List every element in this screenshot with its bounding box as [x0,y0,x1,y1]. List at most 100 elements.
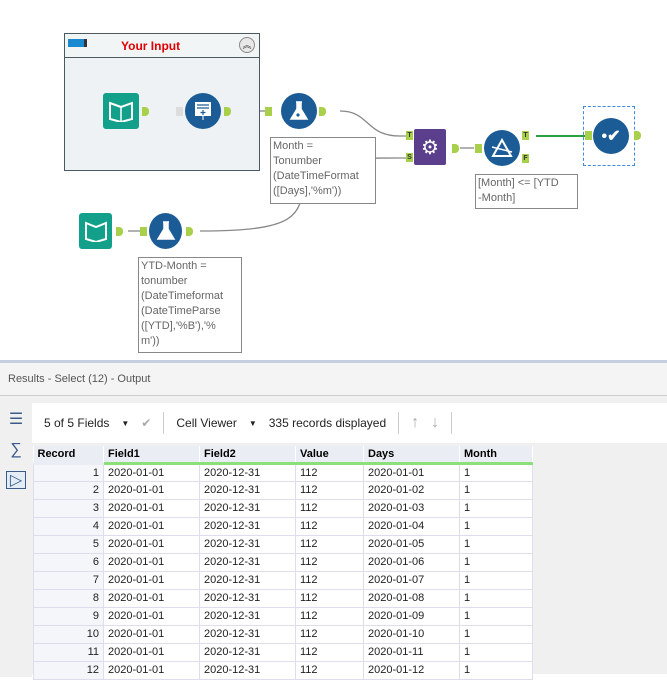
table-cell[interactable]: 11 [33,643,104,662]
table-cell[interactable]: 2020-12-31 [199,463,296,482]
output-anchor[interactable] [116,227,123,236]
collapse-button[interactable]: ︽ [239,37,255,53]
table-cell[interactable]: 9 [33,607,104,626]
output-anchor[interactable] [186,227,193,236]
table-cell[interactable]: 12 [33,661,104,680]
table-cell[interactable]: 1 [459,571,533,590]
column-header[interactable]: Value [295,446,364,465]
workflow-canvas[interactable]: Your Input ︽ Month = Tonumber (DateTimeF… [0,0,667,360]
table-cell[interactable]: 2020-01-01 [103,553,200,572]
output-anchor[interactable] [224,107,231,116]
table-cell[interactable]: 2020-12-31 [199,499,296,518]
table-cell[interactable]: 1 [459,553,533,572]
input-data-tool-2[interactable] [79,213,112,249]
sum-icon[interactable]: ∑ [10,441,22,458]
table-cell[interactable]: 2020-01-10 [363,625,460,644]
table-cell[interactable]: 1 [459,463,533,482]
table-cell[interactable]: 2020-12-31 [199,607,296,626]
table-cell[interactable]: 2020-01-01 [103,481,200,500]
input-data-tool[interactable] [103,93,139,129]
table-cell[interactable]: 1 [459,661,533,680]
filter-tool[interactable] [484,130,520,166]
join-left-anchor[interactable]: T [406,131,413,140]
table-cell[interactable]: 2020-01-01 [103,517,200,536]
join-right-anchor[interactable]: S [406,153,413,162]
table-cell[interactable]: 2020-01-01 [103,571,200,590]
table-cell[interactable]: 2020-01-01 [103,607,200,626]
column-header[interactable]: Field1 [103,446,200,465]
table-cell[interactable]: 2020-01-03 [363,499,460,518]
table-cell[interactable]: 2020-01-01 [103,661,200,680]
table-cell[interactable]: 2020-01-02 [363,481,460,500]
chevron-down-icon[interactable]: ▼ [121,418,130,428]
table-cell[interactable]: 2020-01-01 [103,625,200,644]
input-anchor[interactable] [585,131,592,140]
table-cell[interactable]: 2020-01-01 [103,535,200,554]
cell-viewer-dropdown[interactable]: Cell Viewer [176,416,237,430]
table-cell[interactable]: 1 [459,589,533,608]
table-cell[interactable]: 112 [295,607,364,626]
table-cell[interactable]: 10 [33,625,104,644]
table-cell[interactable]: 2020-12-31 [199,553,296,572]
table-cell[interactable]: 2020-12-31 [199,625,296,644]
table-cell[interactable]: 2020-01-01 [363,463,460,482]
tool-container[interactable]: Your Input ︽ [64,33,260,171]
table-cell[interactable]: 112 [295,643,364,662]
column-header[interactable]: Days [363,446,460,465]
table-cell[interactable]: 2020-01-12 [363,661,460,680]
data-cleansing-tool[interactable] [185,93,221,129]
table-cell[interactable]: 1 [459,481,533,500]
table-cell[interactable]: 2020-01-11 [363,643,460,662]
select-tool[interactable]: •✔ [593,118,629,154]
fields-dropdown[interactable]: 5 of 5 Fields [44,416,110,430]
output-anchor[interactable] [142,107,149,116]
table-cell[interactable]: 112 [295,589,364,608]
table-cell[interactable]: 2020-01-08 [363,589,460,608]
table-cell[interactable]: 112 [295,463,364,482]
table-cell[interactable]: 2020-12-31 [199,589,296,608]
table-cell[interactable]: 112 [295,661,364,680]
table-cell[interactable]: 112 [295,481,364,500]
table-cell[interactable]: 2020-12-31 [199,481,296,500]
output-anchor[interactable] [319,107,326,116]
table-cell[interactable]: 2020-01-01 [103,499,200,518]
table-cell[interactable]: 2020-01-04 [363,517,460,536]
column-header[interactable]: Field2 [199,446,296,465]
table-cell[interactable]: 2020-01-01 [103,643,200,662]
input-anchor[interactable] [176,107,183,116]
table-cell[interactable]: 5 [33,535,104,554]
table-cell[interactable]: 3 [33,499,104,518]
formula-tool[interactable] [281,93,317,129]
arrow-down-icon[interactable]: ↓ [431,414,440,431]
table-cell[interactable]: 1 [459,625,533,644]
input-anchor[interactable] [265,107,272,116]
table-cell[interactable]: 2020-12-31 [199,661,296,680]
table-cell[interactable]: 1 [459,517,533,536]
table-cell[interactable]: 112 [295,535,364,554]
table-cell[interactable]: 2020-01-01 [103,463,200,482]
table-cell[interactable]: 7 [33,571,104,590]
table-cell[interactable]: 112 [295,517,364,536]
table-cell[interactable]: 4 [33,517,104,536]
table-cell[interactable]: 112 [295,625,364,644]
table-cell[interactable]: 2020-01-05 [363,535,460,554]
column-header[interactable]: Month [459,446,533,465]
filter-false-anchor[interactable]: F [522,154,529,163]
table-cell[interactable]: 2020-01-01 [103,589,200,608]
table-cell[interactable]: 8 [33,589,104,608]
table-cell[interactable]: 112 [295,553,364,572]
table-cell[interactable]: 2020-01-07 [363,571,460,590]
column-header[interactable]: Record [33,446,104,465]
table-cell[interactable]: 1 [33,463,104,482]
table-view-icon[interactable]: ☰ [8,411,24,428]
